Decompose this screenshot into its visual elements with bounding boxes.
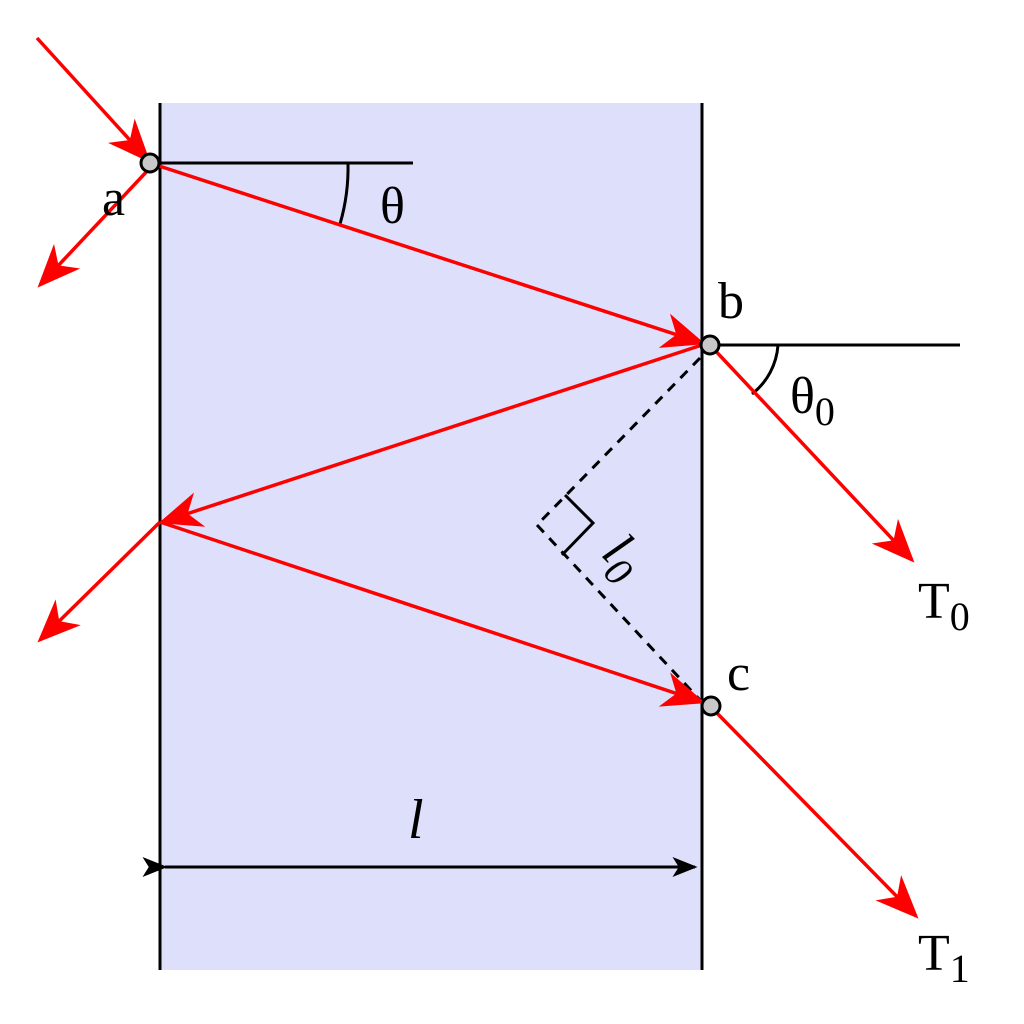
incident-ray xyxy=(35,36,151,163)
label-point-c: c xyxy=(727,645,750,702)
transmitted-ray-left xyxy=(37,520,162,643)
angle-arc-theta0 xyxy=(751,344,780,396)
transmitted-ray-t0 xyxy=(708,343,915,563)
reflected-ray-left-c xyxy=(159,520,706,707)
theta0-symbol: θ xyxy=(790,368,815,425)
label-t1: T1 xyxy=(918,925,970,991)
refracted-ray-a-b xyxy=(149,161,706,348)
label-thickness: l xyxy=(408,789,424,851)
theta0-subscript: 0 xyxy=(815,389,835,434)
point-c-marker xyxy=(700,695,722,717)
slab xyxy=(160,103,702,970)
dashed-line-b xyxy=(535,356,702,527)
point-a-marker xyxy=(139,152,161,174)
t0-subscript: 0 xyxy=(950,594,970,639)
t1-symbol: T xyxy=(918,925,950,982)
angle-arc-theta xyxy=(338,162,350,225)
label-theta: θ xyxy=(380,178,405,235)
transmitted-ray-t1 xyxy=(708,704,919,919)
label-t0: T0 xyxy=(918,573,970,639)
label-point-b: b xyxy=(718,273,744,330)
label-point-a: a xyxy=(102,170,125,227)
label-theta0: θ0 xyxy=(790,368,835,434)
t0-symbol: T xyxy=(918,573,950,630)
point-b-marker xyxy=(699,334,721,356)
reflected-ray-b xyxy=(158,343,703,527)
t1-subscript: 1 xyxy=(950,946,970,991)
reflected-ray-a xyxy=(37,166,152,288)
right-angle-marker xyxy=(560,493,596,557)
